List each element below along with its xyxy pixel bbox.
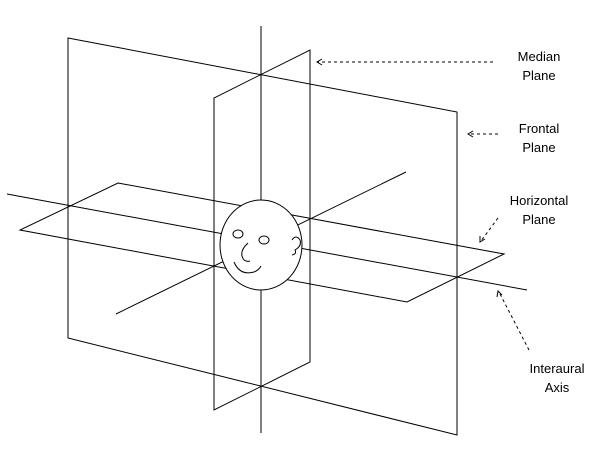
label-line: Median [518, 49, 561, 64]
frontal-plane [67, 37, 458, 436]
ear-icon [291, 236, 301, 256]
arrowhead-icon [496, 289, 503, 298]
label-line: Plane [522, 212, 555, 227]
label-line: Plane [522, 140, 555, 155]
arrowhead-icon [316, 58, 323, 66]
left-eye-icon [232, 229, 244, 239]
frontal-plane-label: Frontal Plane [467, 121, 560, 155]
horizontal-plane [18, 182, 506, 303]
arrowhead-icon [479, 236, 486, 243]
label-line: Horizontal [510, 193, 569, 208]
median-plane [213, 49, 311, 411]
arrowhead-icon [467, 130, 474, 138]
head-face [219, 199, 303, 291]
label-line: Axis [545, 380, 570, 395]
smile-icon [233, 261, 262, 274]
horizontal-plane-label: Horizontal Plane [479, 193, 569, 243]
median-plane-label: Median Plane [316, 49, 561, 83]
right-eye-icon [258, 235, 270, 245]
nose-icon [241, 242, 251, 262]
interaural-axis-label: Interaural Axis [496, 289, 585, 395]
label-line: Frontal [519, 121, 560, 136]
label-line: Plane [522, 68, 555, 83]
label-line: Interaural [530, 361, 585, 376]
